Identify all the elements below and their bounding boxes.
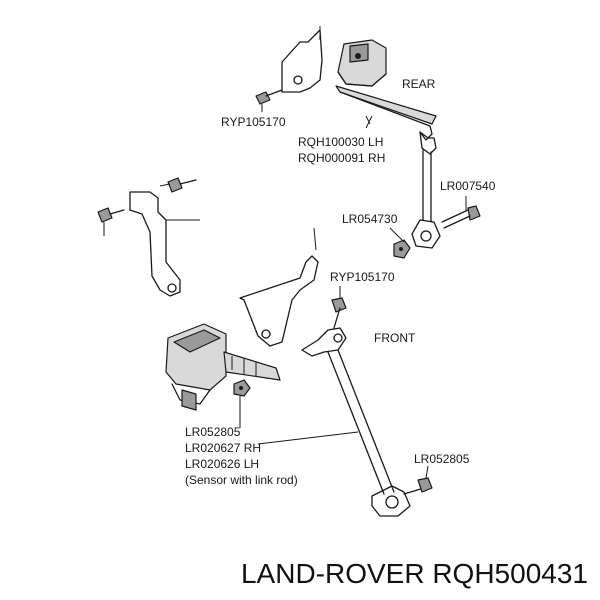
- front-sensor-body: [165, 323, 281, 411]
- label-bolt-right: LR007540: [440, 179, 496, 193]
- rear-bolt: [255, 89, 283, 112]
- label-nut-front: LR052805: [185, 425, 241, 439]
- small-bracket: [97, 177, 200, 297]
- rear-sensor-bracket: [281, 26, 323, 93]
- rear-sensor-body: [335, 39, 437, 141]
- front-nut: [233, 379, 251, 397]
- part-number-title: LAND-ROVER RQH500431: [241, 558, 588, 589]
- front-sensor-bracket: [239, 227, 319, 347]
- label-bolt-mid: RYP105170: [330, 270, 395, 284]
- label-rear-sensor-lh: RQH100030 LH: [298, 135, 383, 149]
- rear-link-rod: [411, 131, 441, 249]
- right-bolt: [441, 205, 481, 229]
- label-nut-rear: LR054730: [342, 212, 398, 226]
- label-front-sensor-desc: (Sensor with link rod): [185, 473, 298, 487]
- label-front: FRONT: [374, 331, 416, 345]
- label-front-sensor-rh: LR020627 RH: [185, 441, 261, 455]
- rear-nut: [393, 239, 411, 259]
- label-bolt-top: RYP105170: [221, 115, 286, 129]
- label-nut-front-right: LR052805: [414, 452, 470, 466]
- leader-lines: [239, 115, 467, 479]
- front-link-rod: [301, 327, 425, 517]
- label-rear: REAR: [402, 77, 436, 91]
- front-bolt: [331, 297, 347, 329]
- label-rear-sensor-rh: RQH000091 RH: [298, 151, 385, 165]
- label-front-sensor-lh: LR020626 LH: [185, 457, 259, 471]
- front-right-nut: [417, 477, 433, 493]
